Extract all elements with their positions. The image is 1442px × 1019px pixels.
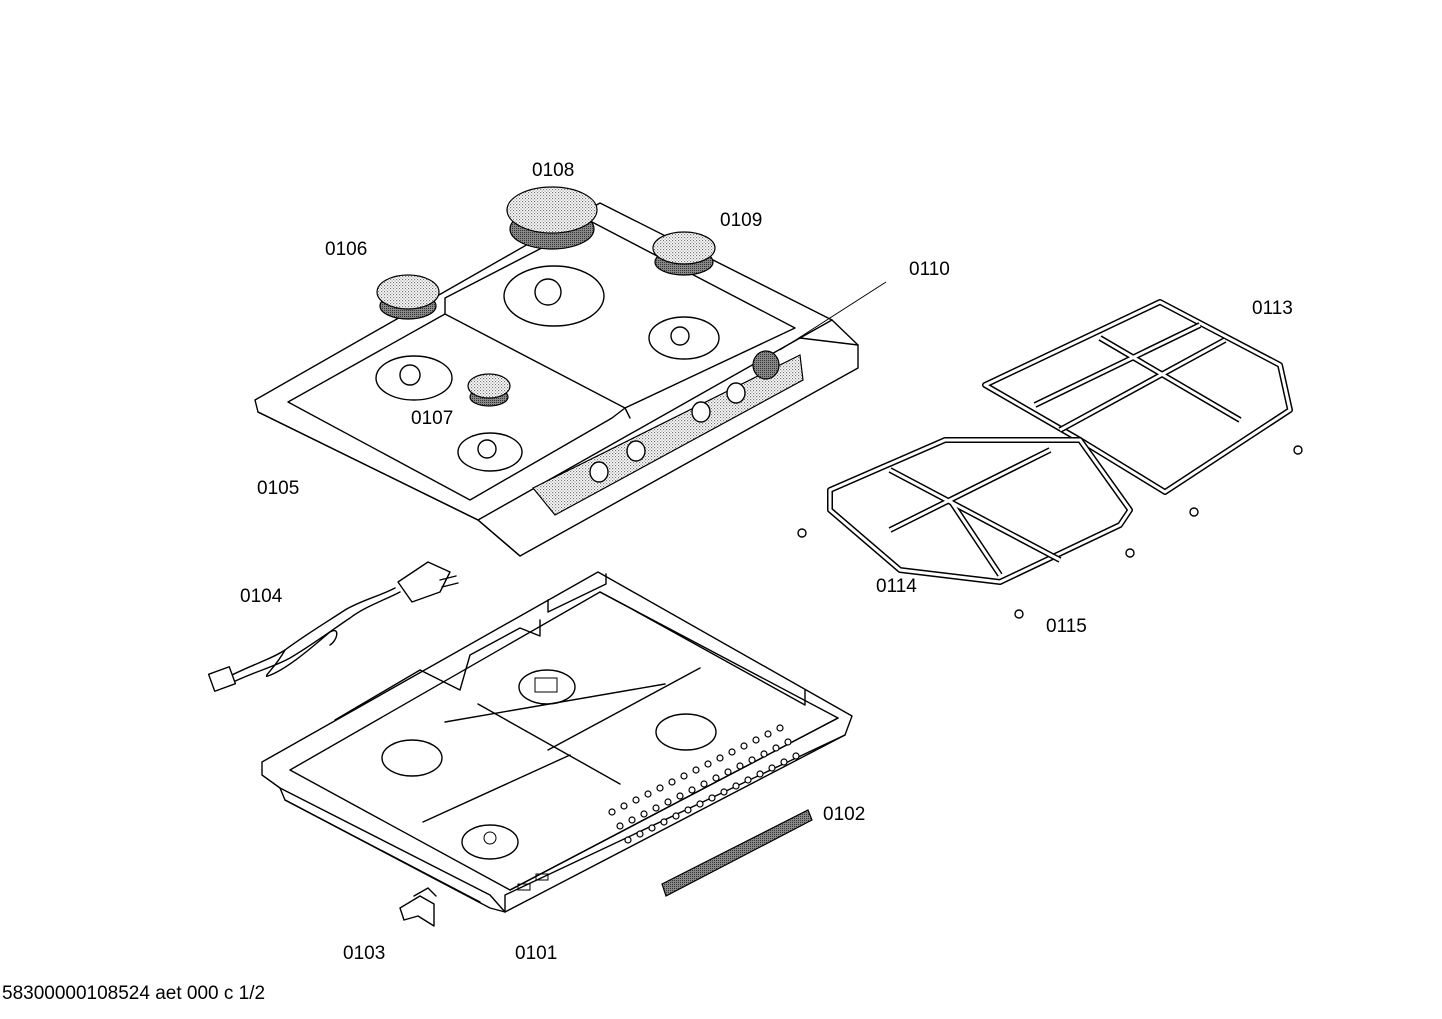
burner-cap-0106 [376,274,440,320]
rubber-feet [797,445,1303,619]
base-tray [261,571,853,913]
label-0109: 0109 [720,210,763,231]
burner-cap-0109 [652,231,716,276]
label-0110: 0110 [909,259,950,280]
drawing-code: 58300000108524 aet 000 c 1/2 [2,983,266,1004]
label-0105: 0105 [257,478,300,499]
label-0103: 0103 [343,943,386,964]
label-0115: 0115 [1046,616,1087,637]
label-0107: 0107 [411,408,454,429]
label-0106: 0106 [325,239,368,260]
label-0104: 0104 [240,586,283,607]
label-0102: 0102 [823,804,866,825]
burner-cap-0107 [467,373,511,407]
power-cable [207,561,459,692]
label-0101: 0101 [515,943,558,964]
seal-strip [661,809,813,897]
pan-support-0114 [827,437,1133,585]
burner-cap-0108 [506,186,598,250]
hob-top-panel [254,202,887,557]
pan-support-0113 [982,299,1293,495]
label-0108: 0108 [532,160,575,181]
label-0114: 0114 [876,576,917,597]
label-0113: 0113 [1252,298,1293,319]
mounting-clip [399,887,437,927]
